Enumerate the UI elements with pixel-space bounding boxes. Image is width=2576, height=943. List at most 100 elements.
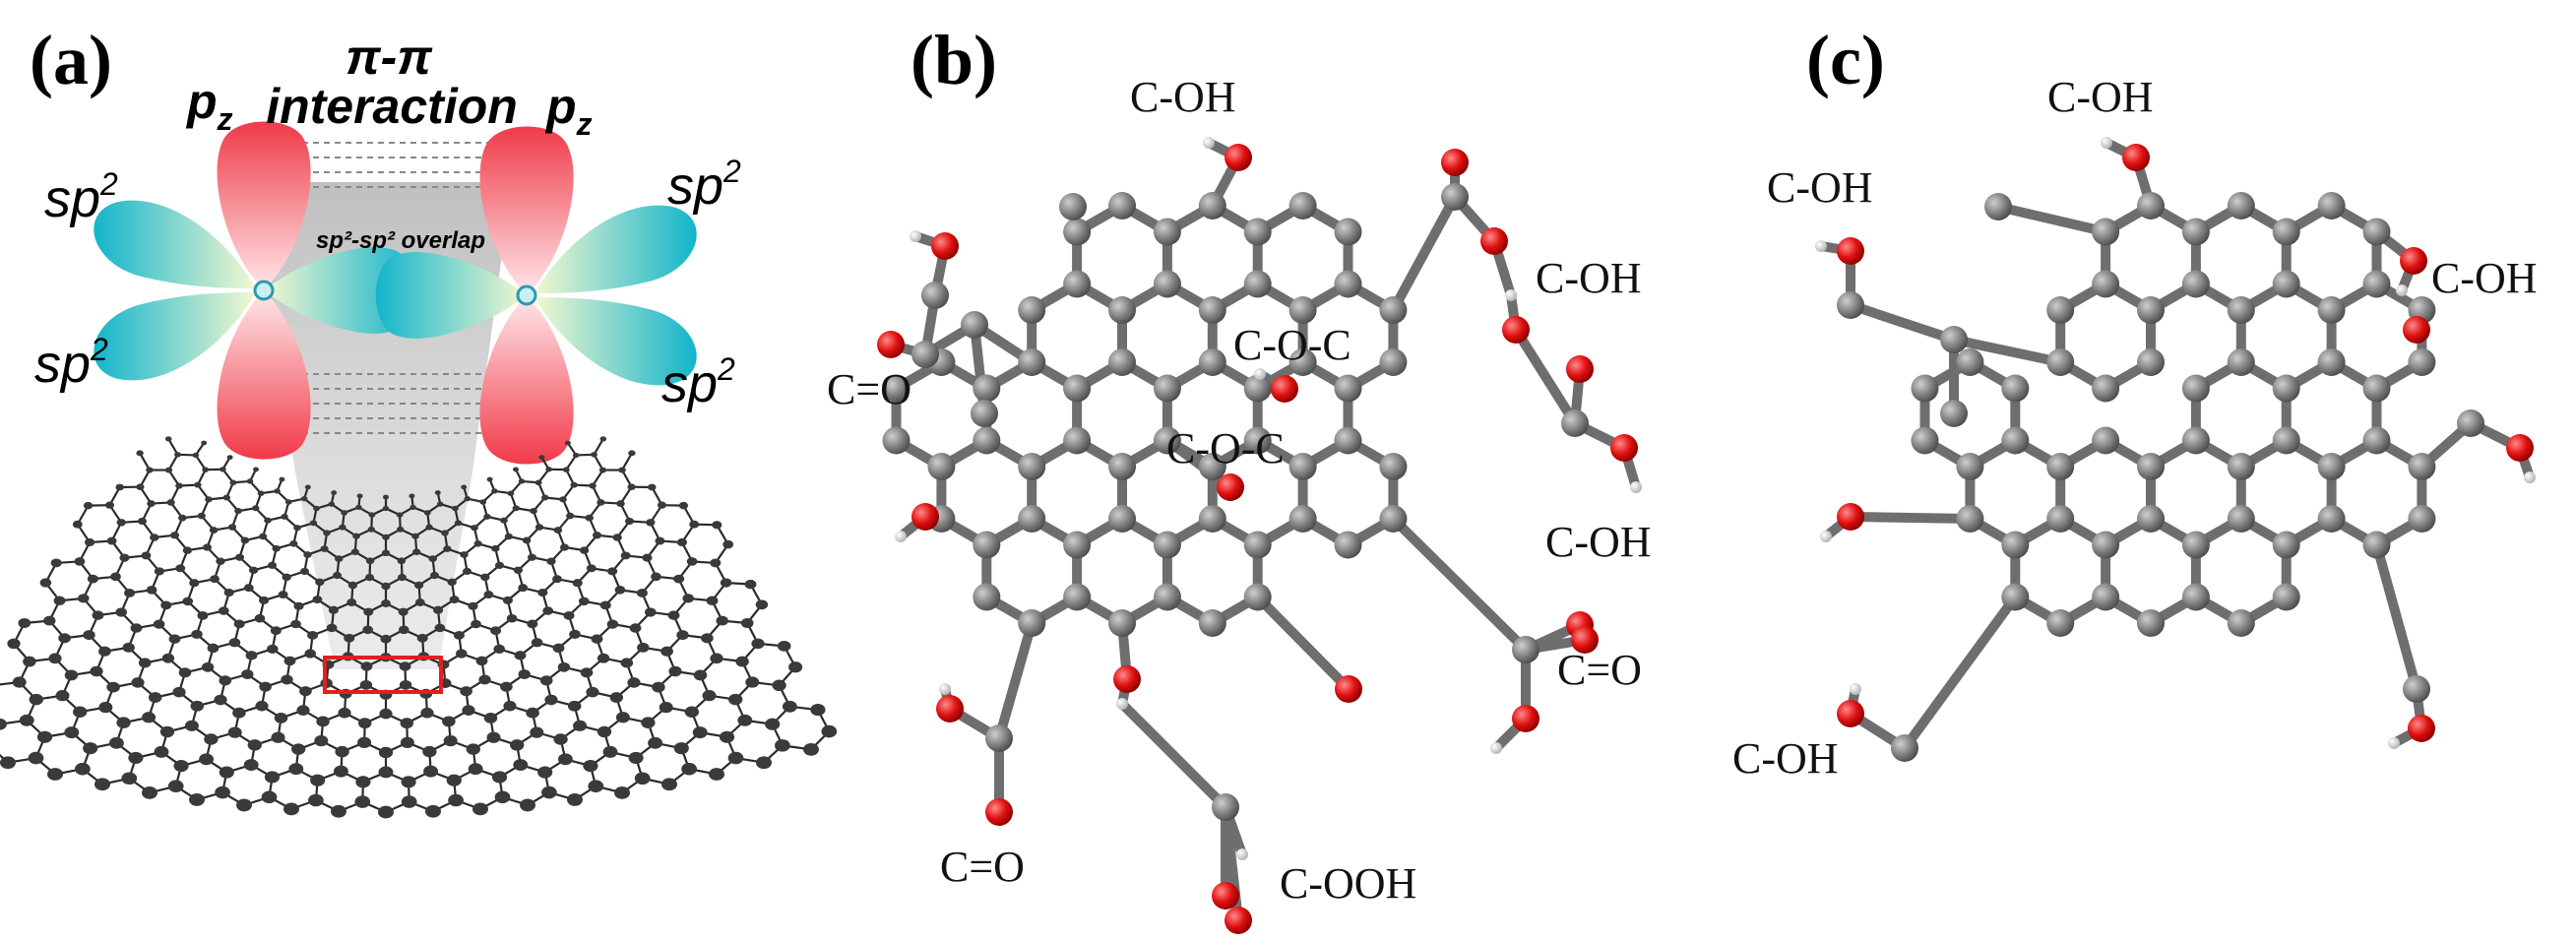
oxygen-atom [1217, 473, 1244, 501]
carbon-atom [2227, 505, 2255, 533]
graphene-atom [243, 759, 259, 772]
carbon-atom [2137, 296, 2165, 324]
graphene-atom [98, 701, 113, 714]
graphene-atom [87, 574, 98, 584]
graphene-atom [483, 513, 491, 520]
carbon-atom [2317, 192, 2346, 220]
graphene-atom [447, 578, 457, 587]
graphene-atom [652, 681, 665, 693]
graphene-atom [378, 766, 394, 779]
graphene-atom [396, 512, 404, 518]
graphene-atom [271, 731, 285, 743]
carbon-atom [2317, 453, 2346, 480]
carbon-atom [1063, 583, 1092, 611]
graphene-atom [23, 656, 36, 667]
graphene-atom [661, 778, 677, 791]
carbon-atom [2092, 270, 2120, 298]
molecule-bond [1388, 192, 1460, 315]
graphene-atom [423, 510, 431, 516]
graphene-atom [328, 605, 339, 614]
graphene-atom [667, 610, 680, 620]
graphene-atom [192, 452, 200, 459]
graphene-atom [350, 548, 359, 555]
carbon-atom [1018, 609, 1046, 637]
graphene-atom [414, 598, 425, 606]
graphene-atom [745, 676, 760, 688]
carbon-atom [2046, 348, 2075, 376]
graphene-bond [565, 454, 578, 471]
graphene-atom [684, 706, 699, 718]
graphene-atom [264, 771, 281, 784]
graphene-atom [534, 479, 542, 485]
graphene-atom [597, 653, 610, 663]
graphene-atom [47, 768, 63, 781]
graphene-atom [506, 613, 518, 623]
carbon-atom [921, 282, 949, 309]
oxygen-atom [911, 503, 939, 531]
hydrogen-atom [2524, 472, 2536, 483]
carbon-atom [1956, 348, 1984, 376]
graphene-atom [777, 640, 791, 652]
c-label-coh-left: C-OH [1767, 163, 1873, 212]
graphene-atom [383, 494, 389, 500]
graphene-atom [409, 504, 416, 511]
sp2-bottom-left-label: sp2 [34, 332, 108, 394]
graphene-atom [184, 720, 199, 731]
graphene-atom [159, 725, 175, 738]
carbon-atom [2092, 531, 2120, 559]
graphene-atom [344, 633, 355, 643]
graphene-atom [592, 532, 602, 539]
graphene-atom [645, 607, 657, 617]
oxygen-atom [1441, 149, 1469, 176]
graphene-atom [686, 557, 698, 566]
graphene-atom [486, 731, 501, 743]
graphene-atom [296, 705, 310, 716]
graphene-atom [480, 573, 490, 582]
carbon-atom [1243, 426, 1272, 455]
graphene-bond [139, 452, 151, 472]
graphene-atom [597, 725, 612, 738]
graphene-atom [589, 482, 597, 489]
carbon-atom [882, 426, 911, 455]
panel-b: (b) C-OH C-OH C=O C-O-C C-O-C C-OH C=O C… [827, 21, 1652, 934]
graphene-atom [323, 530, 331, 536]
graphene-atom [411, 533, 419, 539]
hydrogen-atom [1820, 531, 1832, 542]
carbon-atom [1243, 531, 1272, 559]
graphene-atom [400, 718, 414, 729]
graphene-atom [147, 500, 156, 507]
graphene-atom [106, 681, 120, 693]
oxygen-atom [1480, 227, 1508, 255]
graphene-atom [572, 452, 580, 459]
graphene-atom [341, 510, 348, 516]
graphene-atom [553, 733, 568, 745]
molecule-bond [1846, 512, 1976, 524]
carbon-atom [2137, 453, 2165, 480]
graphene-atom [586, 686, 599, 698]
graphene-atom [428, 555, 437, 563]
graphene-atom [655, 536, 665, 545]
carbon-atom [1956, 505, 1984, 533]
sp2-lobe-right-lower [534, 297, 697, 386]
graphene-atom [580, 667, 594, 678]
carbon-atom [2408, 453, 2436, 480]
graphene-atom [202, 467, 210, 472]
graphene-atom [559, 496, 567, 503]
graphene-atom [226, 455, 233, 460]
carbon-atom [1984, 193, 2012, 220]
sp2-bottom-right-label: sp2 [661, 351, 735, 413]
graphene-atom [692, 726, 708, 739]
carbon-atom [2137, 505, 2165, 533]
graphene-atom [299, 686, 312, 697]
sp2-top-left-label: sp2 [44, 166, 118, 228]
carbon-atom [1198, 192, 1226, 220]
carbon-atom [1288, 453, 1317, 480]
graphene-atom [378, 805, 394, 819]
graphene-atom [637, 642, 650, 653]
graphene-atom [64, 669, 79, 681]
graphene-atom [436, 501, 444, 507]
graphene-atom [676, 537, 687, 547]
graphene-atom [320, 545, 329, 552]
graphene-atom [207, 643, 220, 654]
graphene-atom [259, 681, 272, 692]
